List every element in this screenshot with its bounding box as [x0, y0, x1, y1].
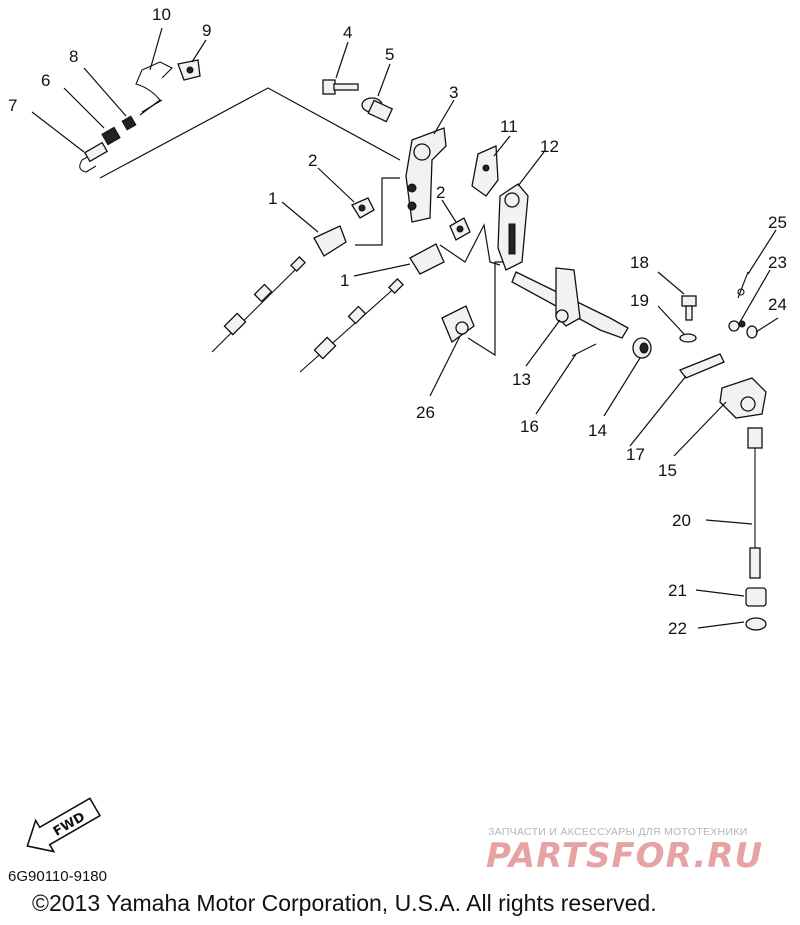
fwd-arrow-icon: FWD	[26, 797, 102, 853]
part-23-washer	[728, 320, 746, 332]
part-11-bracket	[471, 145, 499, 197]
part-8-nut	[121, 115, 137, 131]
part-10-link-rod	[135, 61, 173, 116]
callout-leaders	[31, 27, 779, 629]
callout-14: 14	[588, 421, 607, 440]
callout-5: 5	[385, 45, 394, 64]
callout-10: 10	[152, 5, 171, 24]
diagram-part-code: 6G90110-9180	[8, 868, 107, 885]
part-4-bolt	[322, 79, 359, 95]
callout-12: 12	[540, 137, 559, 156]
callout-13: 13	[512, 370, 531, 389]
callout-9: 9	[202, 21, 211, 40]
part-9-clip	[177, 59, 201, 81]
callout-18: 18	[630, 253, 649, 272]
callout-1b: 1	[340, 271, 349, 290]
callout-6: 6	[41, 71, 50, 90]
part-25-cotter-pin	[737, 271, 749, 299]
part-7-hook	[79, 141, 109, 173]
part-22-nut	[745, 617, 767, 631]
callout-4: 4	[343, 23, 352, 42]
part-19-washer	[679, 333, 697, 343]
part-2-clip-lower	[449, 217, 471, 241]
part-3-lever	[405, 127, 447, 223]
part-26-cable-end	[441, 305, 475, 344]
watermark-logo: PARTSFOR.RU	[486, 836, 764, 876]
callout-2b: 2	[436, 183, 445, 202]
callout-19: 19	[630, 291, 649, 310]
callout-25: 25	[768, 213, 787, 232]
copyright-notice: ©2013 Yamaha Motor Corporation, U.S.A. A…	[32, 890, 657, 916]
part-15-joint	[719, 377, 767, 419]
part-20-rod	[747, 427, 763, 579]
callout-23: 23	[768, 253, 787, 272]
assembly-lines	[99, 87, 505, 357]
callout-21: 21	[668, 581, 687, 600]
callout-26: 26	[416, 403, 435, 422]
callout-22: 22	[668, 619, 687, 638]
part-2-clip-upper	[351, 197, 375, 219]
part-17-plate	[678, 353, 725, 379]
callout-20: 20	[672, 511, 691, 530]
part-14-bushing	[632, 337, 652, 359]
callout-3: 3	[449, 83, 458, 102]
part-1-cable-joint-upper	[211, 225, 347, 353]
part-24-washer	[746, 325, 758, 339]
callout-1a: 1	[268, 189, 277, 208]
part-12-lever-plate	[497, 183, 529, 271]
part-21-nut	[745, 587, 767, 607]
callout-17: 17	[626, 445, 645, 464]
watermark-tagline: ЗАПЧАСТИ И АКСЕССУАРЫ ДЛЯ МОТОТЕХНИКИ	[488, 826, 748, 838]
part-1-cable-joint-lower	[299, 243, 445, 373]
callout-16: 16	[520, 417, 539, 436]
part-13-shift-shaft	[511, 267, 629, 339]
callout-8: 8	[69, 47, 78, 66]
part-18-bolt	[681, 295, 697, 321]
callout-15: 15	[658, 461, 677, 480]
callout-11: 11	[500, 117, 518, 136]
callout-24: 24	[768, 295, 787, 314]
callout-numbers: 7 6 8 10 9 4 5 3 2 2 1 1 11 12 13 16 14 …	[8, 5, 787, 638]
callout-2a: 2	[308, 151, 317, 170]
callout-7: 7	[8, 96, 17, 115]
part-6-nut	[101, 126, 121, 146]
part-5-collar	[361, 97, 394, 123]
